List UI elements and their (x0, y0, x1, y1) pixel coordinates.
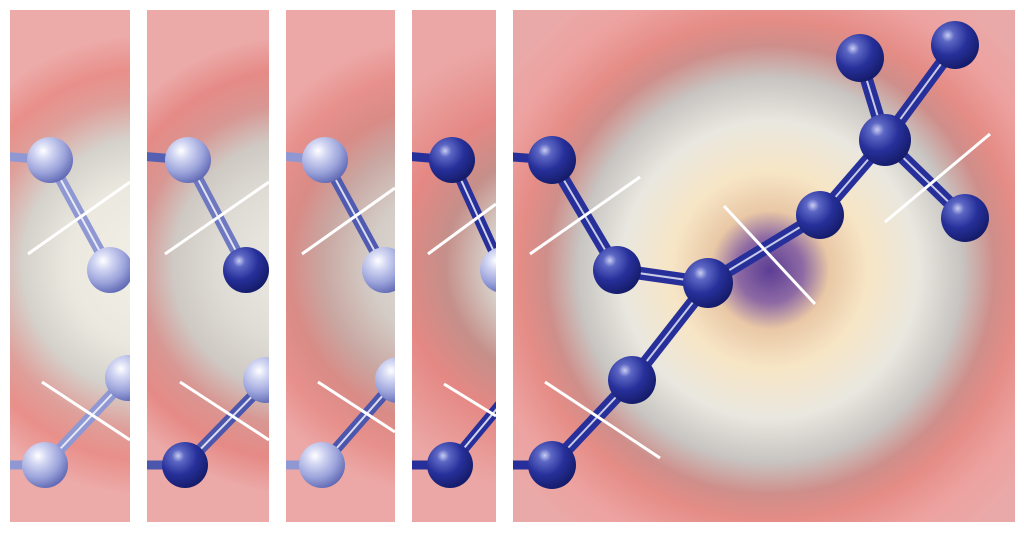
molecule-fragment (412, 137, 496, 488)
panel-4 (412, 10, 496, 522)
cut-line (27, 180, 130, 256)
molecule-fragment (147, 137, 269, 488)
atom (796, 191, 844, 239)
cut-line (179, 380, 269, 442)
panel-3 (286, 10, 395, 522)
molecule-main (513, 21, 991, 489)
cut-line (164, 180, 269, 256)
atom (223, 247, 269, 293)
atom (362, 247, 395, 293)
cut-line (544, 380, 661, 460)
atom (941, 194, 989, 242)
atom (87, 247, 130, 293)
atom (162, 442, 208, 488)
atom (859, 114, 911, 166)
atom (480, 248, 496, 292)
cut-line (317, 380, 395, 434)
panel-1 (10, 10, 130, 522)
cut-line (443, 382, 496, 418)
cut-line (427, 202, 496, 256)
cut-line (884, 132, 991, 224)
panel-5 (513, 10, 1015, 522)
cut-line (529, 175, 641, 256)
atom (528, 136, 576, 184)
atom (243, 357, 269, 403)
atom (22, 442, 68, 488)
atom (165, 137, 211, 183)
atom (836, 34, 884, 82)
cut-line (301, 186, 395, 256)
atom (429, 137, 475, 183)
atom (375, 357, 395, 403)
atom (427, 442, 473, 488)
atom (683, 258, 733, 308)
atom (302, 137, 348, 183)
atom (593, 246, 641, 294)
atom (105, 355, 130, 401)
atom (299, 442, 345, 488)
cut-line (722, 204, 817, 306)
atom (528, 441, 576, 489)
atom (608, 356, 656, 404)
molecule-fragment (286, 137, 395, 488)
panel-2 (147, 10, 269, 522)
molecule-fragment (10, 137, 130, 488)
atom (931, 21, 979, 69)
atom (27, 137, 73, 183)
cut-line (41, 380, 130, 442)
